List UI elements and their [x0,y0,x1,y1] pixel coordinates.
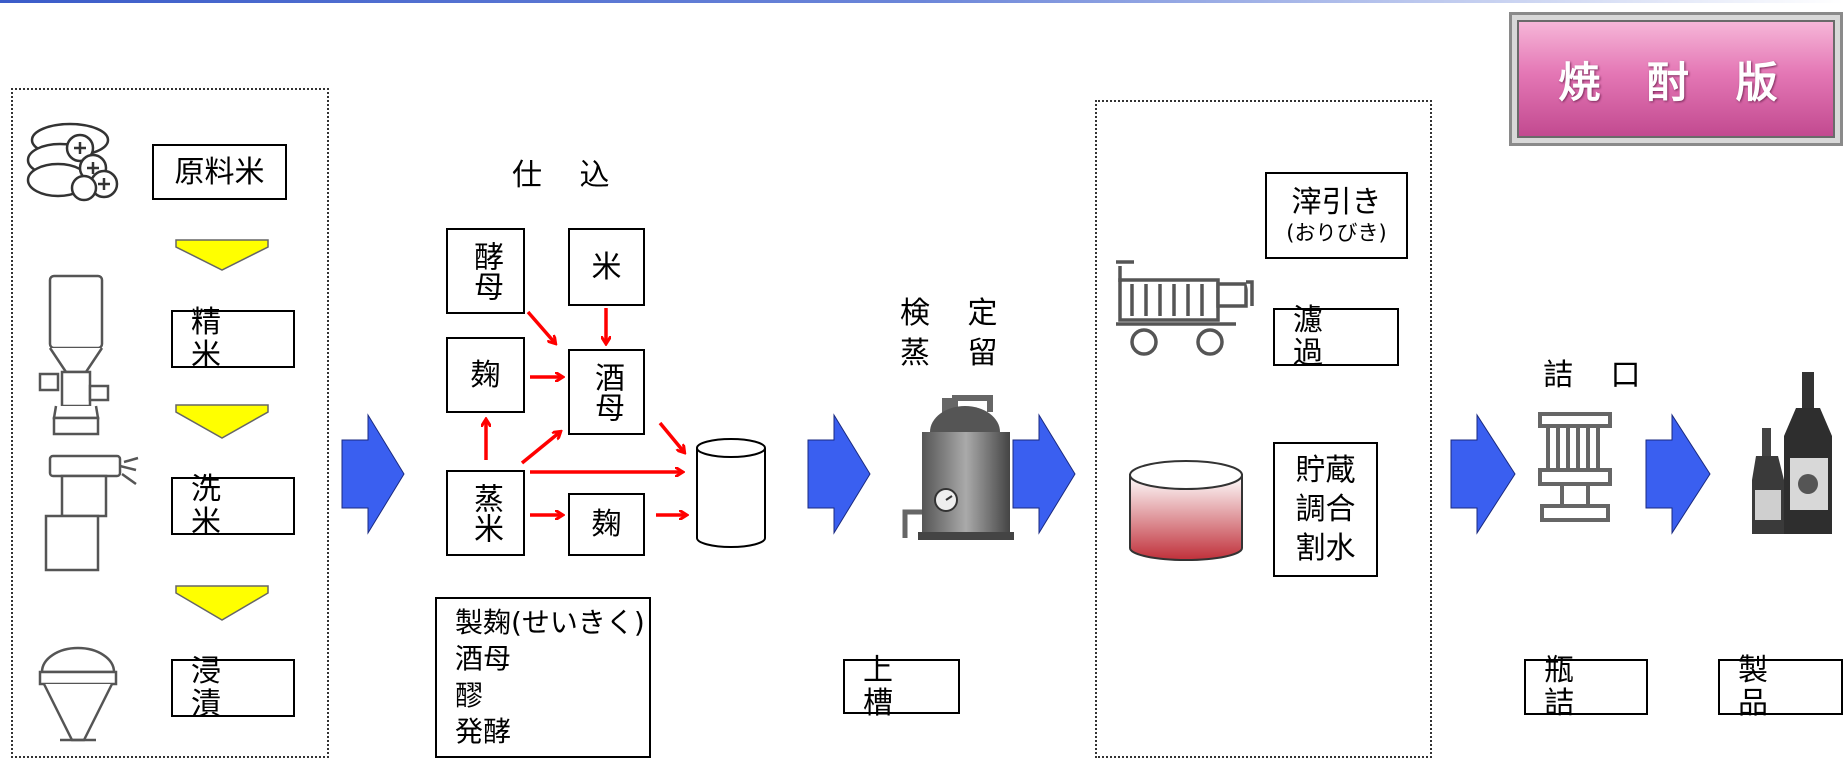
dilution-label: 割水 [1295,531,1356,566]
blending-label: 調合 [1295,492,1356,527]
steamed-rice-box: 蒸米 [446,470,525,556]
distiller-icon [902,395,1014,540]
rice-bales-icon [26,122,119,202]
shikomi-title: 仕 込 [512,158,624,193]
capping-label: 詰 口 [1543,358,1655,393]
yellow-arrow-1 [175,239,269,271]
storage-box: 貯蔵 調合 割水 [1273,442,1378,577]
fermentation-tank-icon [696,438,766,548]
rice-washer-icon [44,454,139,572]
rice-polisher-icon [38,274,110,436]
rice-washing-box: 洗 米 [171,473,295,539]
filtration-section [1095,100,1432,758]
storage-label: 貯蔵 [1295,453,1356,488]
inspection-label: 検 定 [900,296,1012,331]
filter-press-icon [1116,260,1254,356]
bottling-box: 瓶 詰 [1524,654,1648,720]
lees-label: 滓引き [1291,185,1382,221]
capping-machine-icon [1538,412,1612,522]
raw-rice-box: 原料米 [152,144,287,200]
arrow-yeast-to-shubo [526,310,555,343]
flow-arrow-1 [341,413,405,535]
lees-removal-box: 滓引き (おりびき) [1265,172,1408,259]
note-seikiku: 製麹(せいきく) [455,605,645,639]
yeast-box: 酵母 [446,228,525,314]
note-shubo: 酒母 [455,642,512,676]
arrow-shubo-to-tank [658,421,684,452]
flow-arrow-2 [807,413,871,535]
filtration-box: 濾 過 [1273,304,1399,370]
koji-box-upper: 麹 [446,337,525,413]
shubo-box: 酒母 [568,349,645,435]
yellow-arrow-3 [175,585,269,621]
shochu-version-badge: 焼 酎 版 [1509,12,1843,146]
note-moromi: 醪 [455,678,484,712]
note-fermentation: 発酵 [455,714,512,748]
badge-label: 焼 酎 版 [1517,20,1835,138]
product-box: 製 品 [1718,654,1843,720]
arrow-steamed-to-shubo [520,432,560,465]
koji-box-lower: 麹 [568,493,645,556]
top-accent-line [0,0,1843,3]
flow-arrow-3 [1012,413,1076,535]
shikomi-notes-box: 製麹(せいきく) 酒母 醪 発酵 [435,597,651,758]
rice-polishing-box: 精 米 [171,306,295,372]
yellow-arrow-2 [175,404,269,439]
product-bottles-icon [1752,372,1832,534]
flow-arrow-4 [1450,413,1516,535]
storage-tank-icon [1129,460,1243,561]
raw-material-section [11,88,329,758]
steeping-box: 浸 漬 [171,655,295,721]
lees-reading: (おりびき) [1286,220,1387,245]
steeping-vessel-icon [38,646,118,742]
flow-arrow-5 [1645,413,1711,535]
rice-box: 米 [568,228,645,306]
distillation-label: 蒸 留 [900,336,1012,371]
